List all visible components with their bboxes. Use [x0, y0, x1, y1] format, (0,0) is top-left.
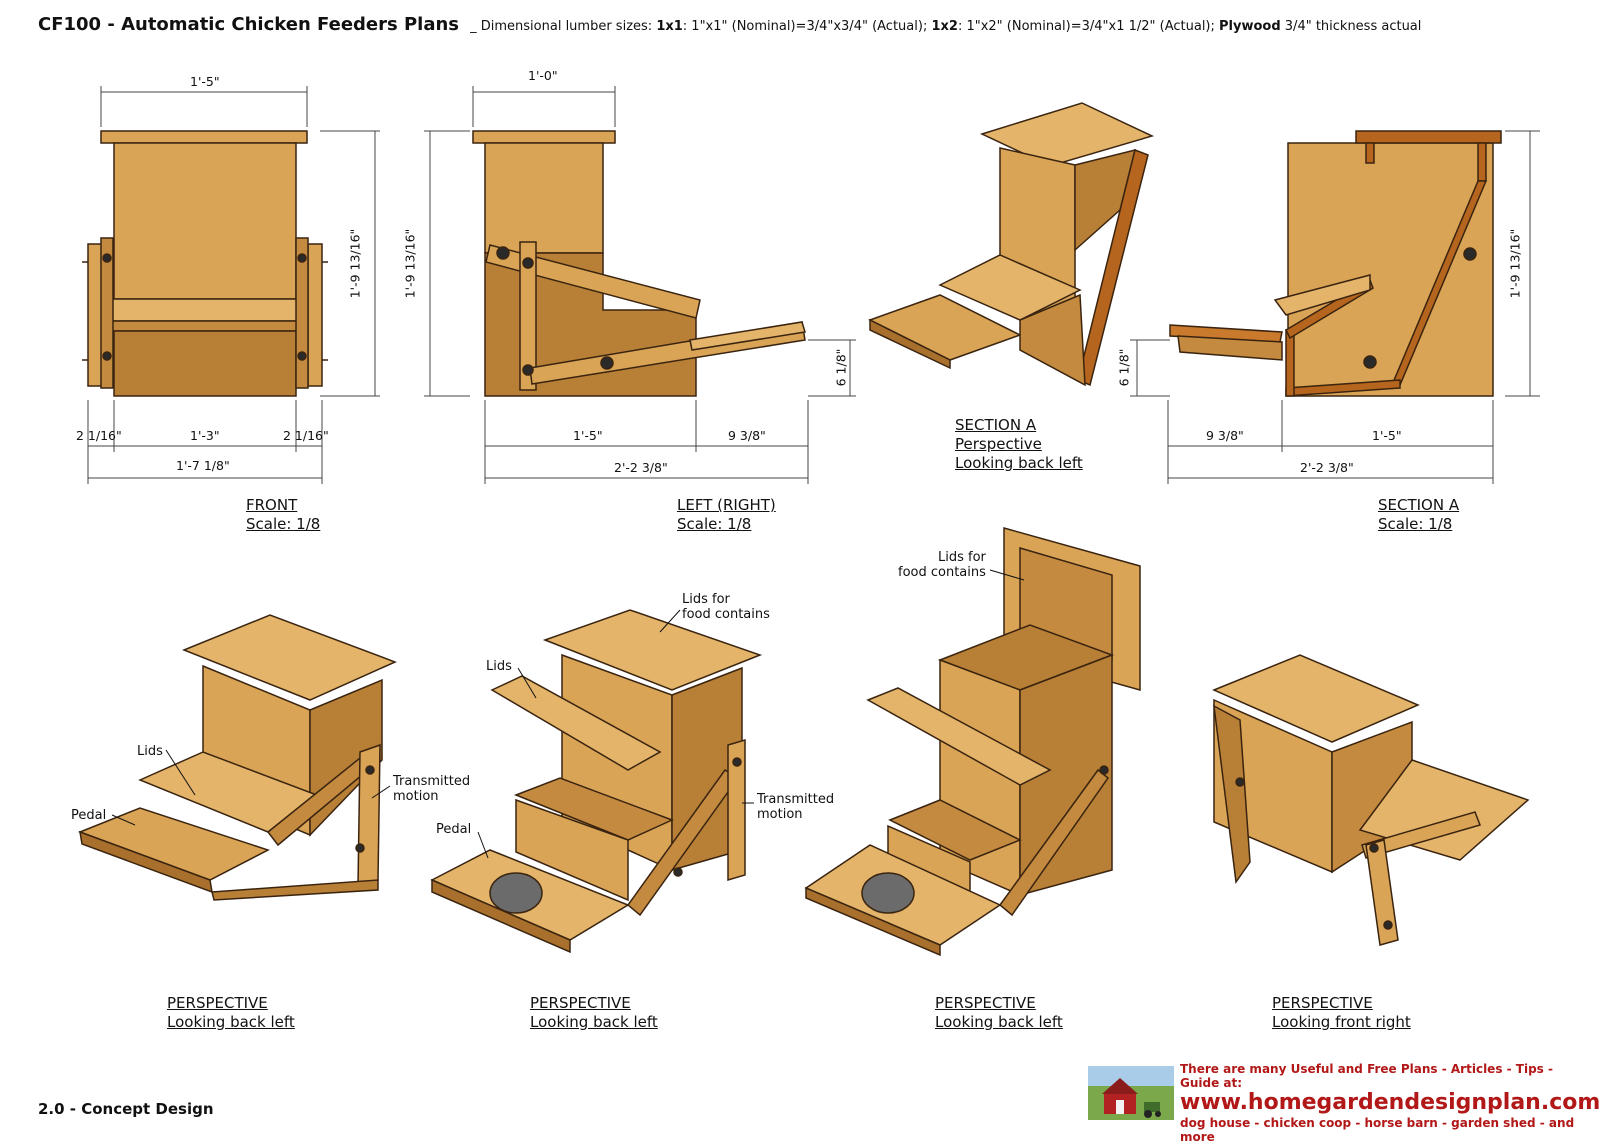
lumber-1x2-text: : 1"x2" (Nominal)=3/4"x1 1/2" (Actual); [957, 19, 1220, 34]
label-p4-name: PERSPECTIVE [1272, 994, 1373, 1012]
label-p2-sub: Looking back left [530, 1013, 658, 1031]
dim-left-pedal: 9 3/8" [728, 428, 766, 443]
section-a-view [1169, 130, 1502, 397]
lumber-note-lead: _ Dimensional lumber sizes: [470, 19, 657, 34]
dim-left-pedal-height: 6 1/8" [833, 348, 849, 387]
website-link[interactable]: www.homegardendesignplan.com [1180, 1090, 1600, 1115]
label-p1-sub: Looking back left [167, 1013, 295, 1031]
callout-p2-lids-food-1: Lids for [682, 592, 730, 607]
dim-left-total: 2'-2 3/8" [614, 460, 668, 475]
callout-p3-lids-food-2: food contains [898, 565, 986, 580]
section-dimensions [1130, 130, 1540, 484]
label-section-persp-name: SECTION A [955, 416, 1037, 434]
label-front-scale: Scale: 1/8 [246, 515, 321, 533]
label-section-scale: Scale: 1/8 [1378, 515, 1453, 533]
dim-section-body: 1'-5" [1372, 428, 1402, 443]
lumber-1x1: 1x1 [656, 19, 683, 34]
callout-p1-motion-2: motion [393, 789, 439, 804]
barn-logo-icon [1088, 1066, 1174, 1120]
banner-line-1: There are many Useful and Free Plans - A… [1180, 1062, 1553, 1090]
callout-p3-lids-food-1: Lids for [938, 550, 986, 565]
plan-title: CF100 - Automatic Chicken Feeders Plans [38, 14, 460, 35]
page-header: CF100 - Automatic Chicken Feeders Plans … [38, 14, 1578, 35]
section-title: 2.0 - Concept Design [38, 1100, 214, 1118]
section-a-perspective [868, 102, 1155, 387]
callout-leaders [111, 569, 1025, 859]
dim-section-pedal-height: 6 1/8" [1116, 348, 1132, 387]
lumber-plywood: Plywood [1219, 19, 1281, 34]
dim-section-height: 1'-9 13/16" [1507, 228, 1523, 299]
callout-p2-lids-food-2: food contains [682, 607, 770, 622]
callout-p2-motion-1: Transmitted [757, 792, 835, 807]
label-left-name: LEFT (RIGHT) [677, 496, 776, 514]
dim-front-height: 1'-9 13/16" [347, 228, 363, 299]
lumber-1x1-text: : 1"x1" (Nominal)=3/4"x3/4" (Actual); [682, 19, 932, 34]
label-section-persp-line3: Looking back left [955, 454, 1083, 472]
label-section-name: SECTION A [1378, 496, 1460, 514]
label-p3-name: PERSPECTIVE [935, 994, 1036, 1012]
label-left: LEFT (RIGHT)Scale: 1/8 [677, 496, 776, 534]
callout-p1-pedal: Pedal [71, 808, 107, 823]
dim-front-mid: 1'-3" [190, 428, 220, 443]
dim-left-height: 1'-9 13/16" [402, 228, 418, 299]
label-left-scale: Scale: 1/8 [677, 515, 752, 533]
left-dimensions [424, 86, 856, 484]
dim-left-top: 1'-0" [528, 68, 558, 83]
label-p2-name: PERSPECTIVE [530, 994, 631, 1012]
dim-front-total: 1'-7 1/8" [176, 458, 230, 473]
callout-p1-motion-1: Transmitted [393, 774, 471, 789]
lumber-1x2: 1x2 [931, 19, 958, 34]
lumber-plywood-text: 3/4" thickness actual [1280, 19, 1422, 34]
dim-left-body: 1'-5" [573, 428, 603, 443]
callout-p2-motion-2: motion [757, 807, 803, 822]
left-view [472, 130, 806, 397]
dim-front-top: 1'-5" [190, 74, 220, 89]
callout-p2-pedal: Pedal [436, 822, 472, 837]
lumber-note: _ Dimensional lumber sizes: 1x1: 1"x1" (… [470, 19, 1421, 34]
dim-section-total: 2'-2 3/8" [1300, 460, 1354, 475]
dim-section-pedal: 9 3/8" [1206, 428, 1244, 443]
banner-line-3: dog house - chicken coop - horse barn - … [1180, 1116, 1575, 1144]
perspective-3 [804, 527, 1141, 957]
callout-p2-lids: Lids [486, 659, 512, 674]
callout-p1-lids: Lids [137, 744, 163, 759]
website-banner: There are many Useful and Free Plans - A… [1180, 1062, 1600, 1144]
label-p1-name: PERSPECTIVE [167, 994, 268, 1012]
front-dimensions [87, 86, 380, 484]
front-view [82, 130, 328, 397]
label-front-name: FRONT [246, 496, 298, 514]
perspective-2 [430, 609, 763, 954]
label-p3-sub: Looking back left [935, 1013, 1063, 1031]
dim-front-left: 2 1/16" [76, 428, 122, 443]
label-section-persp-line2: Perspective [955, 435, 1042, 453]
label-p4-sub: Looking front right [1272, 1013, 1411, 1031]
perspective-1 [77, 614, 397, 901]
dim-front-right: 2 1/16" [283, 428, 329, 443]
perspective-4 [1212, 654, 1530, 946]
